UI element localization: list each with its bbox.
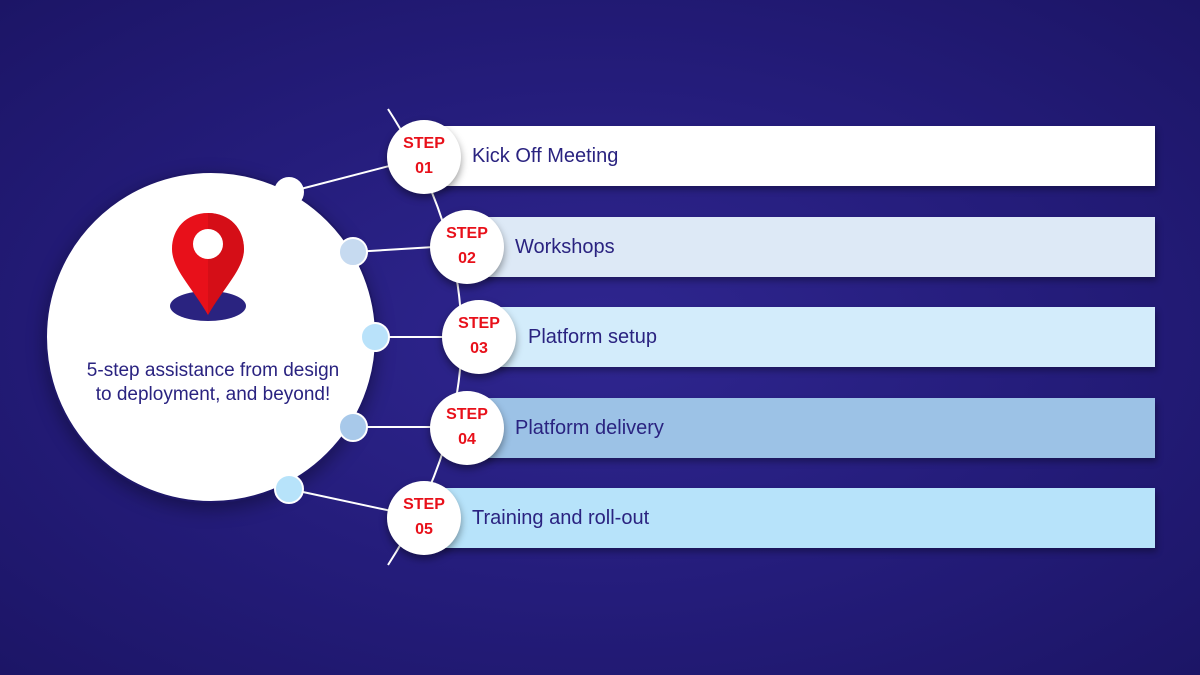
step-word-4: STEP xyxy=(446,406,488,423)
step-bar-3: Platform setup xyxy=(496,307,1155,367)
step-number-5: 05 xyxy=(415,521,433,538)
step-label-5: Training and roll-out xyxy=(472,507,650,529)
step-number-3: 03 xyxy=(470,340,488,357)
step-badge-5: STEP 05 xyxy=(387,481,461,555)
step-word-2: STEP xyxy=(446,225,488,242)
step-label-2: Workshops xyxy=(515,236,615,258)
step-dot-5 xyxy=(274,474,304,504)
step-badge-3: STEP 03 xyxy=(442,300,516,374)
step-number-2: 02 xyxy=(458,250,476,267)
hub-circle: 5-step assistance from design to deploym… xyxy=(45,171,377,503)
step-bar-4: Platform delivery xyxy=(483,398,1155,458)
step-dot-1 xyxy=(274,177,304,207)
step-label-1: Kick Off Meeting xyxy=(472,145,619,167)
step-bar-2: Workshops xyxy=(483,217,1155,277)
step-label-3: Platform setup xyxy=(528,326,657,348)
step-word-3: STEP xyxy=(458,315,500,332)
step-badge-4: STEP 04 xyxy=(430,391,504,465)
step-word-5: STEP xyxy=(403,496,445,513)
hub-description: 5-step assistance from design to deploym… xyxy=(86,360,340,405)
step-bar-1: Kick Off Meeting xyxy=(440,126,1155,186)
step-dot-3 xyxy=(360,322,390,352)
step-badge-1: STEP 01 xyxy=(387,120,461,194)
step-number-4: 04 xyxy=(458,431,476,448)
step-label-4: Platform delivery xyxy=(515,417,664,439)
step-word-1: STEP xyxy=(403,135,445,152)
location-pin-icon xyxy=(170,213,246,321)
step-dot-2 xyxy=(338,237,368,267)
step-dot-4 xyxy=(338,412,368,442)
step-bar-5: Training and roll-out xyxy=(440,488,1155,548)
step-badge-2: STEP 02 xyxy=(430,210,504,284)
step-number-1: 01 xyxy=(415,160,433,177)
